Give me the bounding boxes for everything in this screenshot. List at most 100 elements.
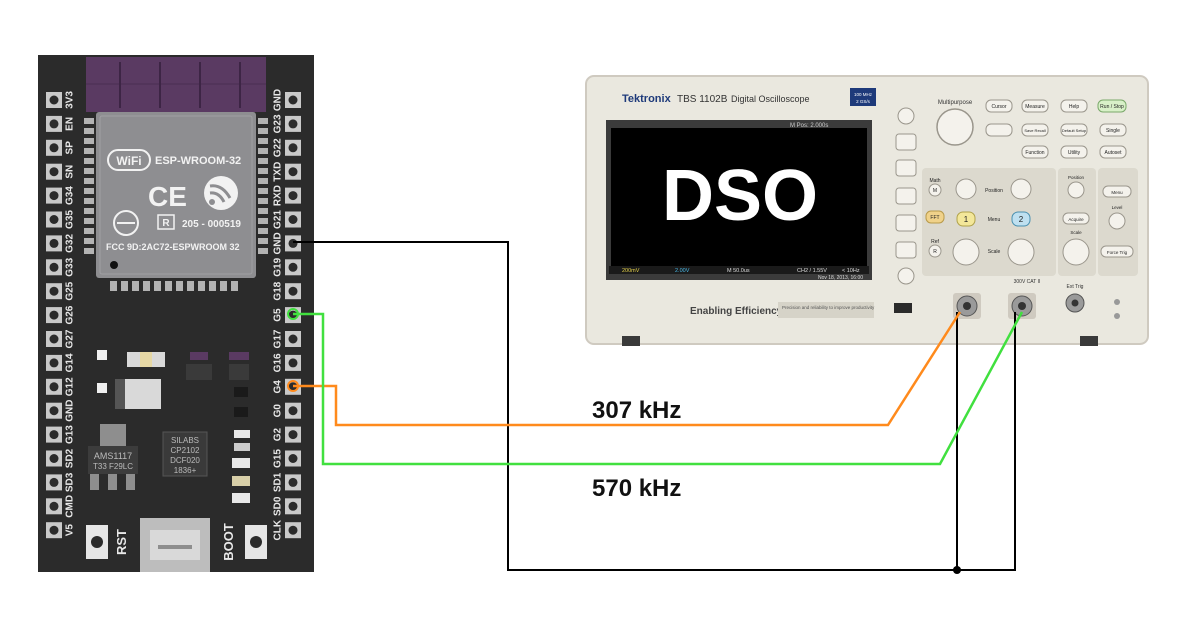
svg-text:100 MHz: 100 MHz — [854, 92, 873, 97]
fcc-id: FCC 9D:2AC72-ESPWROOM 32 — [106, 242, 240, 252]
right-pin-label: RXD — [273, 185, 284, 206]
regulator-code: T33 F29LC — [93, 462, 133, 471]
left-pin-label: SD3 — [65, 472, 76, 492]
left-pin-label: 3V3 — [65, 91, 76, 109]
tagline: Enabling Efficiency — [690, 306, 783, 317]
svg-text:1: 1 — [964, 215, 969, 224]
left-pin-hole — [49, 454, 59, 463]
left-pin-label: SN — [65, 165, 76, 179]
math-button[interactable] — [928, 183, 942, 197]
left-pin-hole — [49, 382, 59, 392]
right-pin-label: G18 — [273, 281, 284, 300]
screen-status: M Pos: 2.000s — [790, 123, 828, 129]
horiz-scale-knob[interactable] — [1062, 238, 1090, 266]
svg-text:CP2102: CP2102 — [171, 446, 200, 455]
screen-label: DSO — [662, 156, 818, 236]
svg-text:Run / Stop: Run / Stop — [1100, 104, 1124, 110]
ext-trig-bnc-input[interactable] — [1065, 293, 1085, 313]
ce-mark: CE — [148, 181, 187, 212]
svg-text:Menu: Menu — [1111, 190, 1123, 195]
svg-text:Multipurpose: Multipurpose — [938, 100, 973, 106]
left-pin-hole — [49, 167, 59, 177]
trigger-menu-button[interactable] — [1102, 185, 1132, 198]
left-pin-label: G27 — [65, 329, 76, 348]
top-buttons[interactable]: Cursor Measure Help Run / Stop Save Reca… — [985, 99, 1127, 159]
left-pin-hole — [49, 262, 59, 272]
cat-label: 300V CAT II — [1014, 279, 1041, 285]
ch1-scale-knob[interactable] — [952, 238, 980, 266]
right-pin-hole — [288, 454, 298, 463]
voltage-regulator: AMS1117 T33 F29LC — [88, 424, 138, 490]
right-pin-hole — [288, 406, 298, 416]
scope-model-desc: Digital Oscilloscope — [731, 94, 810, 104]
right-pin-label: G0 — [273, 404, 284, 418]
left-pin-hole — [49, 334, 59, 344]
right-pin-label: G16 — [273, 353, 284, 372]
svg-text:Position: Position — [1068, 175, 1085, 180]
left-pin-label: SD2 — [65, 448, 76, 468]
left-pin-label: G32 — [65, 234, 76, 253]
svg-text:M: M — [933, 188, 937, 194]
svg-text:Acquire: Acquire — [1068, 217, 1084, 222]
right-pin-hole — [288, 334, 298, 344]
svg-text:Scale: Scale — [988, 249, 1001, 255]
svg-text:FFT: FFT — [930, 215, 939, 221]
ext-trig-label: Ext Trig — [1067, 284, 1084, 290]
svg-text:DCF020: DCF020 — [170, 456, 200, 465]
right-pin-hole — [288, 477, 298, 487]
pin1-dot — [110, 261, 118, 269]
left-pin-hole — [49, 286, 59, 296]
ch2-readout: 2.00V — [675, 268, 690, 274]
right-pin-hole — [288, 501, 298, 511]
ch1-readout: 200mV — [622, 268, 640, 274]
tagline-note: Precision and reliability to improve pro… — [782, 305, 875, 310]
acquire-button[interactable] — [1062, 212, 1090, 225]
ch2-scale-knob[interactable] — [1007, 238, 1035, 266]
ch2-bnc-input[interactable] — [1008, 293, 1036, 319]
left-pin-hole — [49, 358, 59, 368]
force-trig-button[interactable] — [1100, 245, 1134, 258]
cert-mark-icon — [113, 210, 139, 236]
right-pin-hole — [288, 215, 298, 224]
ground-junction — [953, 566, 961, 574]
left-pin-label: CMD — [65, 495, 76, 518]
left-pin-hole — [49, 501, 59, 511]
probe-comp-terminals — [1114, 299, 1120, 319]
right-pin-hole — [288, 143, 298, 153]
ref-button[interactable] — [928, 244, 942, 258]
right-pin-hole — [288, 286, 298, 296]
right-pin-label: GND — [273, 89, 284, 111]
left-pin-label: G12 — [65, 377, 76, 396]
svg-text:Cursor: Cursor — [991, 104, 1006, 110]
right-pin-hole — [288, 95, 298, 105]
side-menu-buttons[interactable] — [895, 107, 917, 285]
horiz-position-knob[interactable] — [1067, 181, 1085, 199]
usb-port — [894, 303, 912, 313]
svg-text:SILABS: SILABS — [171, 436, 199, 445]
screen — [611, 128, 867, 266]
ch1-position-knob[interactable] — [955, 178, 977, 200]
left-pin-hole — [49, 430, 59, 440]
trigger-level-knob[interactable] — [1108, 212, 1126, 230]
svg-text:Scale: Scale — [1070, 230, 1082, 235]
multipurpose-knob[interactable] — [936, 108, 974, 146]
esp32-board: WiFi ESP-WROOM-32 CE R 205 - 000519 FCC … — [38, 55, 314, 572]
ch1-menu-button[interactable] — [956, 211, 976, 227]
left-pin-label: SP — [65, 141, 76, 155]
svg-text:Single: Single — [1106, 128, 1120, 134]
left-pin-label: G26 — [65, 305, 76, 324]
svg-text:Save Recall: Save Recall — [1024, 128, 1045, 133]
fft-button[interactable] — [925, 210, 945, 224]
ch2-position-knob[interactable] — [1010, 178, 1032, 200]
g4-signal-wire — [293, 311, 962, 427]
right-pin-hole — [288, 119, 298, 129]
left-pin-label: G14 — [65, 353, 76, 372]
ground-wire — [293, 241, 1016, 571]
svg-text:Level: Level — [1112, 205, 1123, 210]
g5-signal-wire — [293, 311, 1024, 466]
svg-text:Default Setup: Default Setup — [1062, 128, 1087, 133]
right-pin-hole — [288, 262, 298, 272]
ch2-menu-button[interactable] — [1011, 211, 1031, 227]
left-pin-label: GND — [65, 400, 76, 422]
left-pin-hole — [49, 191, 59, 201]
